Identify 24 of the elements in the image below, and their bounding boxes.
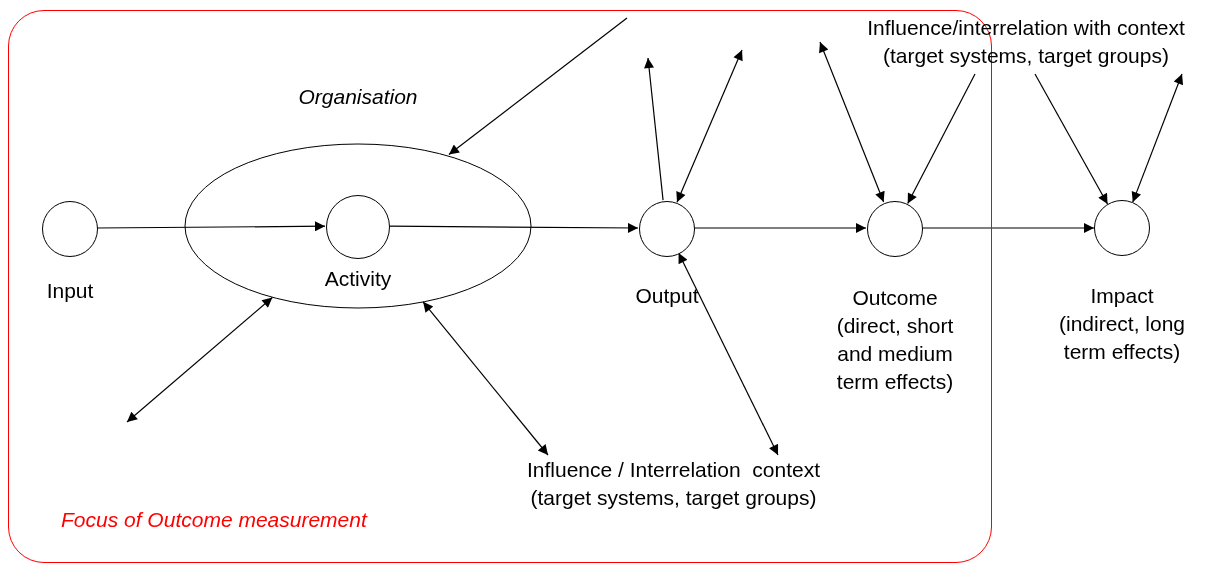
- double-arrow: [678, 252, 779, 456]
- arrow: [921, 223, 1095, 233]
- group-heading: Organisation: [297, 85, 419, 109]
- node-description: (direct, short and medium term effects): [835, 313, 955, 395]
- node-description: (indirect, long term effects): [1057, 311, 1187, 365]
- arrow: [1034, 73, 1109, 205]
- region-title: Focus of Outcome measurement: [61, 508, 367, 532]
- arrow: [644, 57, 664, 201]
- double-arrow: [422, 301, 549, 456]
- node-label: Impact: [1090, 283, 1154, 309]
- arrow: [907, 73, 976, 205]
- node-label: Outcome: [852, 285, 938, 311]
- node-label: Output: [635, 283, 699, 309]
- double-arrow: [1131, 73, 1184, 203]
- arrow: [693, 223, 867, 233]
- arrow: [96, 221, 326, 232]
- double-arrow: [126, 296, 273, 423]
- node-label: Activity: [324, 266, 392, 292]
- context-text: Influence / Interrelation context (target systems, target groups): [527, 458, 821, 509]
- double-arrow: [676, 49, 743, 203]
- arrow: [448, 17, 628, 156]
- node-label: Input: [46, 278, 94, 304]
- double-arrow: [819, 41, 885, 203]
- arrow: [388, 222, 639, 233]
